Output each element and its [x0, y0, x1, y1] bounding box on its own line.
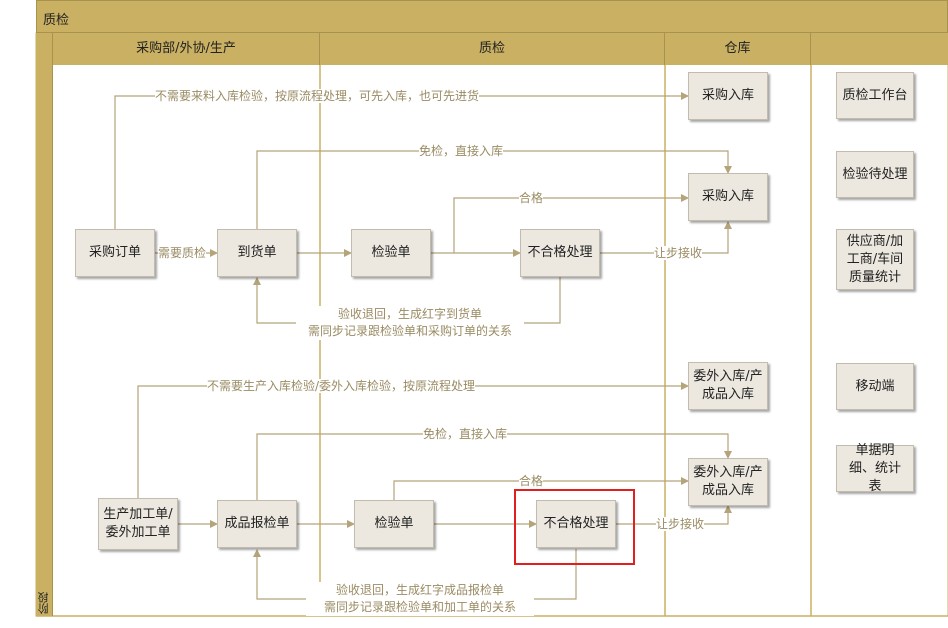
edge-skip-production — [137, 382, 689, 498]
edge-skip-purchase — [114, 92, 689, 229]
stage-label: 阶段 — [37, 592, 50, 614]
node-fg-inspection-request[interactable]: 成品报检单 — [217, 500, 297, 548]
label-return-2-line1: 验收退回，生成红字成品报检单 — [335, 583, 504, 597]
node-nonconforming-2[interactable]: 不合格处理 — [536, 500, 616, 548]
edge-pass-1 — [453, 194, 689, 253]
node-purchase-order[interactable]: 采购订单 — [75, 229, 155, 277]
edge-pass-2 — [393, 477, 689, 500]
lane-header-qc[interactable]: 质检 — [320, 33, 665, 65]
node-inspection-1[interactable]: 检验单 — [351, 229, 431, 277]
label-concession-2: 让步接收 — [656, 517, 705, 531]
pool-title-bar: 质检 — [36, 0, 948, 33]
node-outsource-stockin-b[interactable]: 委外入库/产成品入库 — [688, 458, 768, 506]
node-nonconforming-1[interactable]: 不合格处理 — [520, 229, 600, 277]
node-arrival-note[interactable]: 到货单 — [217, 229, 297, 277]
highlight-box — [514, 489, 635, 565]
label-skip-purchase: 不需要来料入库检验，按原流程处理，可先入库，也可先进货 — [155, 89, 480, 103]
node-purchase-stockin-b[interactable]: 采购入库 — [688, 173, 768, 221]
stage-column: 阶段 — [36, 33, 53, 616]
side-mobile[interactable]: 移动端 — [836, 363, 914, 410]
edge-exempt-1 — [256, 150, 732, 229]
lane-header-extra[interactable] — [811, 33, 948, 65]
edge-concession-2 — [616, 505, 732, 525]
label-need-qc: 需要质检 — [158, 246, 207, 260]
label-exempt-1: 免检，直接入库 — [419, 144, 504, 158]
node-purchase-stockin-a[interactable]: 采购入库 — [688, 72, 768, 120]
label-exempt-2: 免检，直接入库 — [423, 427, 508, 441]
lane-header-warehouse[interactable]: 仓库 — [665, 33, 811, 65]
node-production-order[interactable]: 生产加工单/委外加工单 — [98, 498, 178, 550]
side-quality-statistics[interactable]: 供应商/加工商/车间质量统计 — [836, 229, 914, 290]
edge-exempt-2 — [256, 433, 732, 500]
label-skip-production: 不需要生产入库检验/委外入库检验，按原流程处理 — [207, 379, 476, 393]
label-return-1-line1: 验收退回，生成红字到货单 — [337, 307, 482, 321]
label-return-2-line2: 需同步记录跟检验单和加工单的关系 — [323, 600, 516, 614]
label-pass-1: 合格 — [519, 191, 544, 205]
label-return-1: 验收退回，生成红字到货单 需同步记录跟检验单和采购订单的关系 — [296, 306, 524, 340]
pool-title: 质检 — [43, 13, 70, 28]
label-return-1-line2: 需同步记录跟检验单和采购订单的关系 — [307, 324, 512, 338]
label-return-2: 验收退回，生成红字成品报检单 需同步记录跟检验单和加工单的关系 — [306, 582, 534, 616]
label-concession-1: 让步接收 — [654, 246, 703, 260]
side-pending-inspection[interactable]: 检验待处理 — [836, 151, 914, 198]
node-outsource-stockin-a[interactable]: 委外入库/产成品入库 — [688, 362, 768, 410]
label-pass-2: 合格 — [519, 474, 544, 488]
side-detail-report[interactable]: 单据明细、统计表 — [836, 443, 914, 494]
edge-concession-1 — [600, 221, 732, 254]
node-inspection-2[interactable]: 检验单 — [354, 500, 434, 548]
lane-header-purchase[interactable]: 采购部/外协/生产 — [53, 33, 320, 65]
side-qc-workbench[interactable]: 质检工作台 — [836, 72, 914, 119]
